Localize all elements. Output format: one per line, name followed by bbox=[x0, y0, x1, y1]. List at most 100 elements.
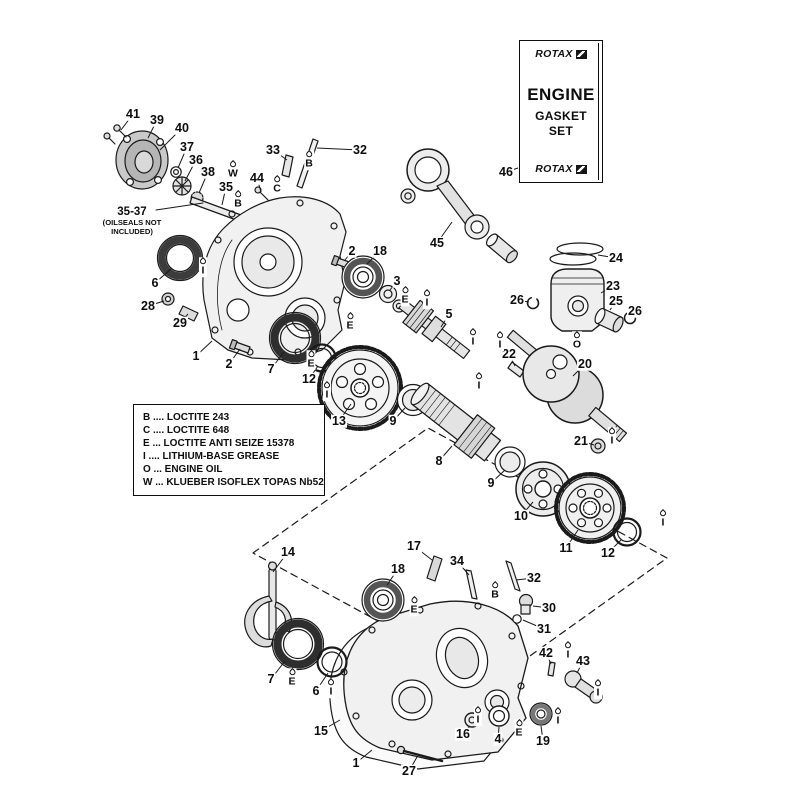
rotax-logo-icon bbox=[575, 164, 587, 174]
legend-entry: I .... LITHIUM-BASE GREASE bbox=[143, 451, 280, 462]
part-label-30: 30 bbox=[541, 600, 557, 615]
lubricant-drop-icon bbox=[473, 706, 483, 715]
part-label-46: 46 bbox=[498, 164, 514, 179]
bushing-9-lower bbox=[494, 446, 526, 478]
rod-34 bbox=[465, 569, 478, 600]
part-label-20: 20 bbox=[577, 356, 593, 371]
lubricant-code-letter: I bbox=[425, 296, 429, 309]
part-label-9: 9 bbox=[388, 413, 398, 428]
lubricant-code-letter: E bbox=[410, 603, 418, 616]
lubricant-drop-icon bbox=[563, 641, 573, 650]
shim-ring-12-lower bbox=[612, 517, 642, 547]
lubricant-marker-E: E bbox=[409, 596, 419, 616]
lubricant-code-letter: O bbox=[572, 338, 582, 351]
part-label-11: 11 bbox=[558, 540, 574, 555]
part-label-13: 13 bbox=[331, 413, 347, 428]
lubricant-drop-icon bbox=[495, 331, 505, 340]
legend-entry: O ... ENGINE OIL bbox=[143, 464, 223, 475]
part-label-27: 27 bbox=[401, 763, 417, 778]
part-label-8: 8 bbox=[434, 453, 444, 468]
part-label-17: 17 bbox=[406, 538, 422, 553]
lubricant-marker-I: I bbox=[468, 328, 478, 348]
oilseal-note-line1: (OILSEALS NOT bbox=[102, 218, 162, 227]
part-label-45: 45 bbox=[429, 235, 445, 250]
lubricant-code-letter: I bbox=[201, 264, 205, 277]
oil-seal-6-upper bbox=[156, 234, 204, 282]
part-label-25: 25 bbox=[608, 293, 624, 308]
part-label-42: 42 bbox=[538, 645, 554, 660]
lubricant-code-letter: I bbox=[477, 379, 481, 392]
lubricant-marker-I: I bbox=[474, 372, 484, 392]
lubricant-marker-I: I bbox=[495, 331, 505, 351]
bearing-19 bbox=[529, 702, 553, 726]
lubricant-drop-icon bbox=[593, 679, 603, 688]
part-label-36: 36 bbox=[188, 152, 204, 167]
lubricant-marker-I: I bbox=[563, 641, 573, 661]
oilseal-note-range: 35-37 bbox=[117, 206, 147, 218]
part-label-24: 24 bbox=[608, 250, 624, 265]
part-label-7: 7 bbox=[266, 671, 276, 686]
part-label-29: 29 bbox=[172, 315, 188, 330]
part-label-14: 14 bbox=[280, 544, 296, 559]
gasket-set-subtitle-1: GASKET bbox=[535, 108, 587, 123]
part-label-12: 12 bbox=[301, 371, 317, 386]
part-label-3: 3 bbox=[392, 273, 402, 288]
lubricant-drop-icon bbox=[553, 707, 563, 716]
part-label-23: 23 bbox=[605, 278, 621, 293]
oilseal-note-line2: INCLUDED) bbox=[111, 227, 153, 236]
lubricant-marker-I: I bbox=[607, 427, 617, 447]
screw-27 bbox=[396, 745, 444, 763]
gasket-set-subtitle-2: SET bbox=[548, 123, 574, 138]
lubricant-marker-E: E bbox=[287, 668, 297, 688]
part-label-18: 18 bbox=[390, 561, 406, 576]
lubricant-code-letter: I bbox=[596, 686, 600, 699]
lubricant-code-letter: I bbox=[325, 388, 329, 401]
lubricant-code-letter: W bbox=[228, 167, 238, 180]
legend-entry: W ... KLUEBER ISOFLEX TOPAS Nb52 bbox=[143, 477, 324, 488]
crankshaft-20 bbox=[506, 329, 628, 454]
pin-17 bbox=[426, 555, 443, 582]
lubricant-marker-I: I bbox=[553, 707, 563, 727]
gasket-set-title: ENGINE bbox=[527, 84, 595, 104]
part-label-6: 6 bbox=[150, 275, 160, 290]
oil-seal-7-lower bbox=[271, 617, 325, 671]
ball-bearing-18-lower bbox=[361, 578, 405, 622]
part-label-38: 38 bbox=[200, 164, 216, 179]
part-label-35: 35 bbox=[218, 179, 234, 194]
lubricant-marker-E: E bbox=[514, 719, 524, 739]
pin-42 bbox=[547, 661, 556, 677]
lubricant-code-letter: E bbox=[307, 357, 315, 370]
part-label-9: 9 bbox=[486, 475, 496, 490]
lubricant-code-letter: I bbox=[476, 713, 480, 726]
lubricant-code-letter: I bbox=[566, 648, 570, 661]
part-label-12: 12 bbox=[600, 545, 616, 560]
part-label-39: 39 bbox=[149, 112, 165, 127]
lubricant-code-letter: C bbox=[273, 182, 281, 195]
part-label-41: 41 bbox=[125, 106, 141, 121]
breather-30-31 bbox=[512, 593, 534, 624]
lubricant-code-letter: B bbox=[234, 197, 242, 210]
lubricant-marker-E: E bbox=[400, 286, 410, 306]
part-label-32: 32 bbox=[352, 142, 368, 157]
rotax-wordmark: ROTAX bbox=[535, 48, 573, 60]
lubricant-code-letter: I bbox=[498, 338, 502, 351]
part-label-22: 22 bbox=[501, 346, 517, 361]
ring-6-lower bbox=[316, 646, 348, 678]
lubricant-code-letter: E bbox=[288, 675, 296, 688]
lubricant-marker-B: B bbox=[233, 190, 243, 210]
lubricant-drop-icon bbox=[658, 509, 668, 518]
part-label-4: 4 bbox=[493, 731, 503, 746]
piston-group bbox=[526, 242, 637, 333]
note-leader-line bbox=[155, 202, 204, 211]
lubricant-code-letter: I bbox=[610, 434, 614, 447]
part-label-44: 44 bbox=[249, 170, 265, 185]
lubricant-drop-icon bbox=[322, 381, 332, 390]
legend-entry: B .... LOCTITE 243 bbox=[143, 412, 230, 423]
gear-11 bbox=[554, 472, 626, 544]
lubricant-drop-icon bbox=[607, 427, 617, 436]
part-label-1: 1 bbox=[351, 755, 361, 770]
lubricant-marker-B: B bbox=[490, 581, 500, 601]
lubricant-marker-E: E bbox=[345, 312, 355, 332]
part-label-2: 2 bbox=[224, 356, 234, 371]
